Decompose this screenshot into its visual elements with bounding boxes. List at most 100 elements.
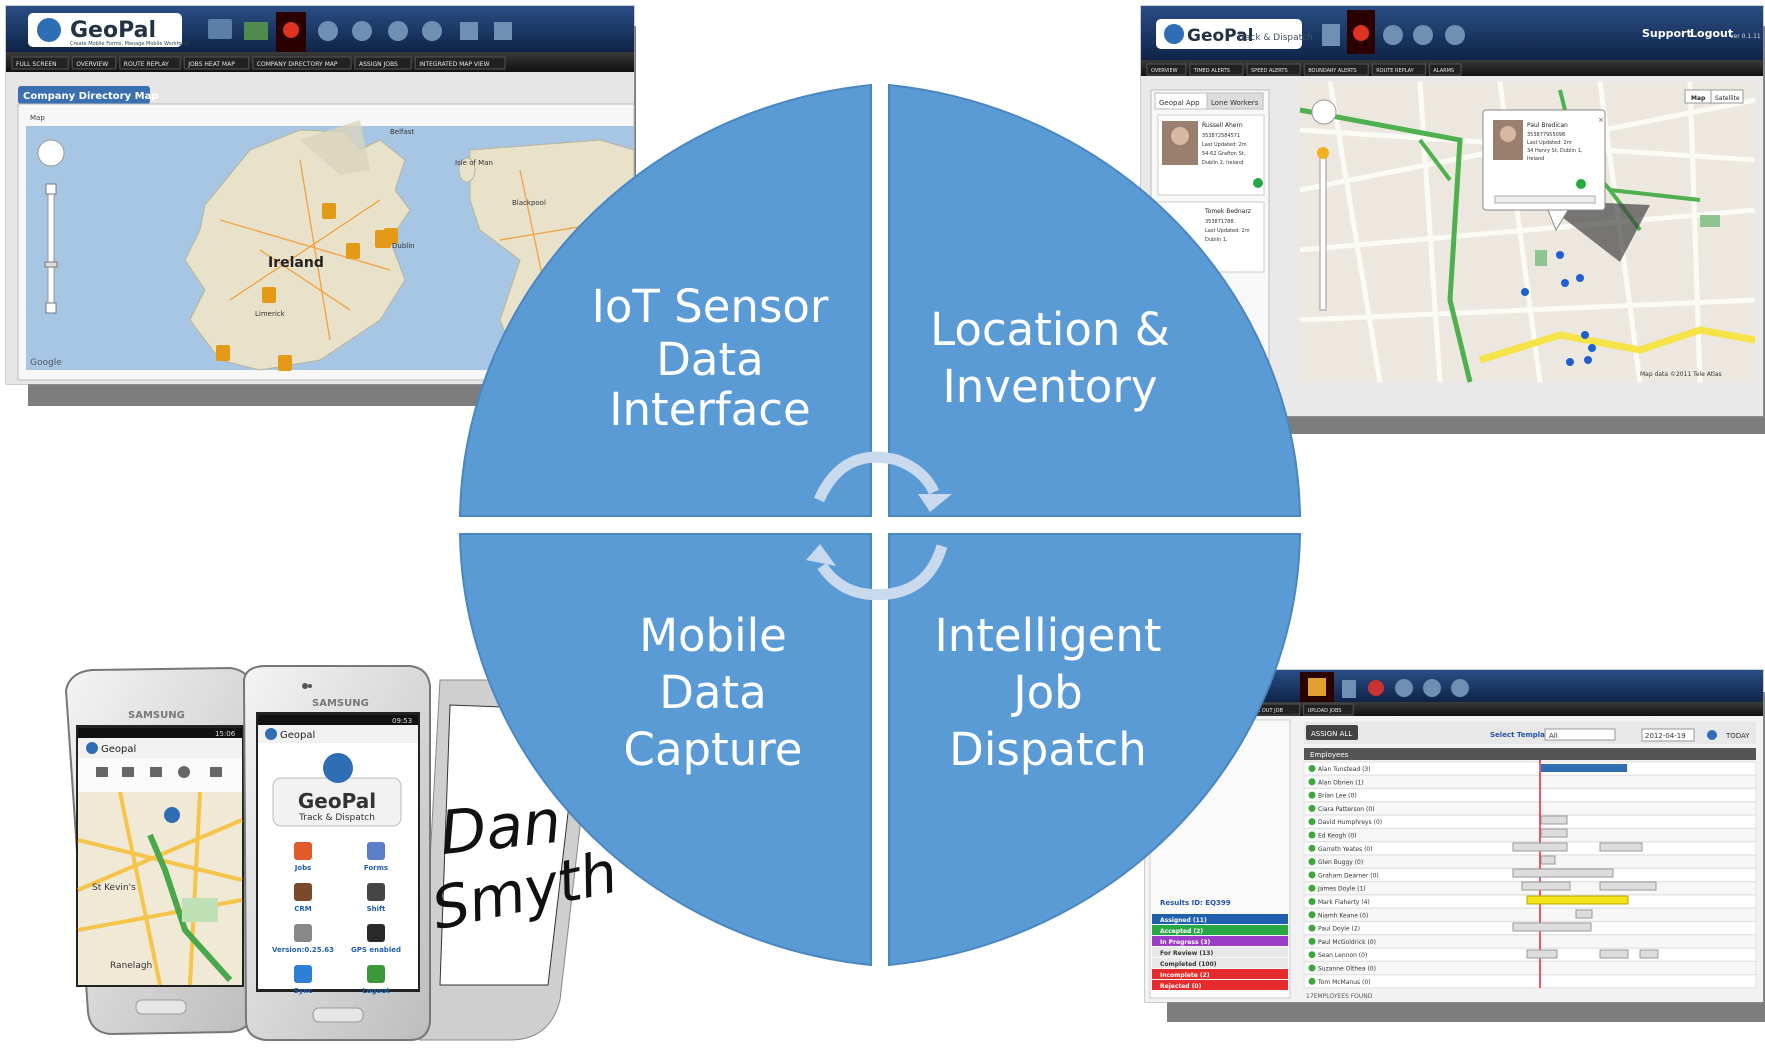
logout-link[interactable]: Logout [1690, 27, 1733, 40]
zoom-out-icon[interactable] [45, 302, 57, 314]
status-filter[interactable] [1152, 969, 1288, 979]
user-icon[interactable] [1413, 25, 1433, 45]
nav-tab[interactable] [414, 56, 506, 70]
status-filter[interactable] [1152, 914, 1288, 924]
status-filter[interactable] [1152, 925, 1288, 935]
database-icon[interactable] [294, 924, 312, 942]
jobs-icon[interactable] [294, 842, 312, 860]
template-select[interactable] [1544, 728, 1616, 741]
zoom-handle[interactable] [44, 261, 58, 268]
map-markers[interactable] [216, 203, 398, 371]
today-button[interactable]: TODAY [1725, 732, 1750, 740]
monitor-icon[interactable] [208, 19, 232, 39]
nav-tab[interactable] [1371, 63, 1426, 76]
employee-row[interactable] [1303, 854, 1757, 869]
steps-icon[interactable] [122, 767, 134, 777]
nav-tab[interactable] [1189, 63, 1244, 76]
tools-icon[interactable] [460, 22, 478, 40]
nav-tab[interactable] [1428, 63, 1462, 76]
zoom-slider[interactable] [1319, 149, 1327, 311]
tab-company-directory-map[interactable] [18, 86, 150, 104]
employee-row[interactable] [1303, 761, 1757, 776]
info-icon[interactable] [178, 766, 190, 778]
map-markers[interactable] [1521, 251, 1596, 366]
toolbar-icons[interactable] [1322, 10, 1465, 54]
nav-tab[interactable] [183, 56, 250, 70]
tab-lone-workers[interactable] [1206, 92, 1264, 110]
map-icon[interactable] [150, 767, 162, 777]
crm-icon[interactable] [294, 883, 312, 901]
sync-icon[interactable] [294, 965, 312, 983]
map-popup[interactable]: Paul Bredican 353877955098 Last Updated:… [1482, 109, 1606, 232]
popup-slider[interactable] [1494, 195, 1596, 204]
refresh-icon[interactable] [1707, 730, 1717, 740]
nav-tab[interactable] [252, 56, 352, 70]
user-icon[interactable] [1423, 679, 1441, 697]
person-icon[interactable] [494, 22, 512, 40]
nav-tab[interactable] [11, 56, 69, 70]
nav-tab[interactable] [119, 56, 181, 70]
logout-icon[interactable] [367, 965, 385, 983]
globe-icon[interactable] [388, 21, 408, 41]
employee-row[interactable] [1303, 788, 1757, 803]
employee-row[interactable] [1303, 974, 1757, 989]
gps-icon[interactable] [367, 924, 385, 942]
worker-card[interactable]: Russell Ahern 353872584571 Last Updated:… [1157, 114, 1265, 196]
close-icon[interactable]: × [1598, 116, 1604, 124]
info-icon[interactable] [1445, 25, 1465, 45]
map-type-control[interactable]: Map Satellite [1684, 89, 1744, 104]
employee-row[interactable] [1303, 774, 1757, 789]
job-bars[interactable] [1512, 764, 1659, 959]
map-pin-icon[interactable] [1353, 25, 1369, 41]
map-pin-icon[interactable] [1368, 680, 1384, 696]
jobs-icon[interactable] [1308, 678, 1326, 696]
zoom-slider[interactable] [47, 184, 55, 311]
map-type-satellite-button[interactable] [1710, 89, 1744, 104]
globe-icon[interactable] [318, 21, 338, 41]
info-icon[interactable] [1451, 679, 1469, 697]
user-icon[interactable] [352, 21, 372, 41]
clock-icon[interactable] [367, 883, 385, 901]
history-icon[interactable] [210, 767, 222, 777]
nav-tab[interactable] [1146, 63, 1187, 76]
chart-icon[interactable] [244, 22, 268, 40]
status-filter[interactable] [1152, 936, 1288, 946]
pan-control-icon[interactable] [1311, 99, 1337, 125]
zoom-control[interactable] [37, 139, 65, 314]
nav-tab[interactable] [1246, 63, 1301, 76]
street-map[interactable]: Paul Bredican 353877955098 Last Updated:… [1299, 81, 1756, 383]
map-pin-icon[interactable] [283, 22, 299, 38]
home-button[interactable] [312, 1007, 364, 1023]
phone-icon[interactable] [1322, 24, 1340, 46]
status-filter[interactable] [1152, 980, 1288, 990]
employee-row[interactable] [1303, 907, 1757, 922]
map-pin-icon[interactable] [164, 807, 180, 823]
phone-map-view[interactable]: St Kevin's Ranelagh [77, 791, 243, 986]
jobs-icon[interactable] [96, 767, 108, 777]
status-filter[interactable] [1152, 958, 1288, 968]
toolbar-icons[interactable] [1300, 672, 1469, 702]
status-list[interactable]: Assigned (11)Accepted (2)In Progress (3)… [1152, 914, 1288, 990]
support-link[interactable]: Support [1642, 27, 1692, 40]
nav-tab[interactable] [1303, 63, 1369, 76]
assign-all-button[interactable] [1306, 725, 1358, 740]
date-input[interactable] [1641, 728, 1695, 742]
home-button[interactable] [135, 999, 187, 1015]
nav-icon-row[interactable] [96, 766, 222, 778]
employee-row[interactable] [1303, 828, 1757, 842]
status-filter[interactable] [1152, 947, 1288, 957]
toolbar-icons[interactable] [208, 12, 512, 52]
forms-icon[interactable] [367, 842, 385, 860]
globe-icon[interactable] [1395, 679, 1413, 697]
zoom-in-icon[interactable] [45, 183, 57, 195]
info-icon[interactable] [422, 21, 442, 41]
zoom-control[interactable] [1311, 99, 1337, 311]
street-view-icon[interactable] [1317, 147, 1329, 159]
nav-tab[interactable] [354, 56, 412, 70]
phone-icon[interactable] [1342, 680, 1356, 698]
globe-icon[interactable] [1383, 25, 1403, 45]
nav-tab[interactable] [1303, 703, 1354, 716]
nav-tab[interactable] [71, 56, 117, 70]
pan-control-icon[interactable] [37, 139, 65, 167]
